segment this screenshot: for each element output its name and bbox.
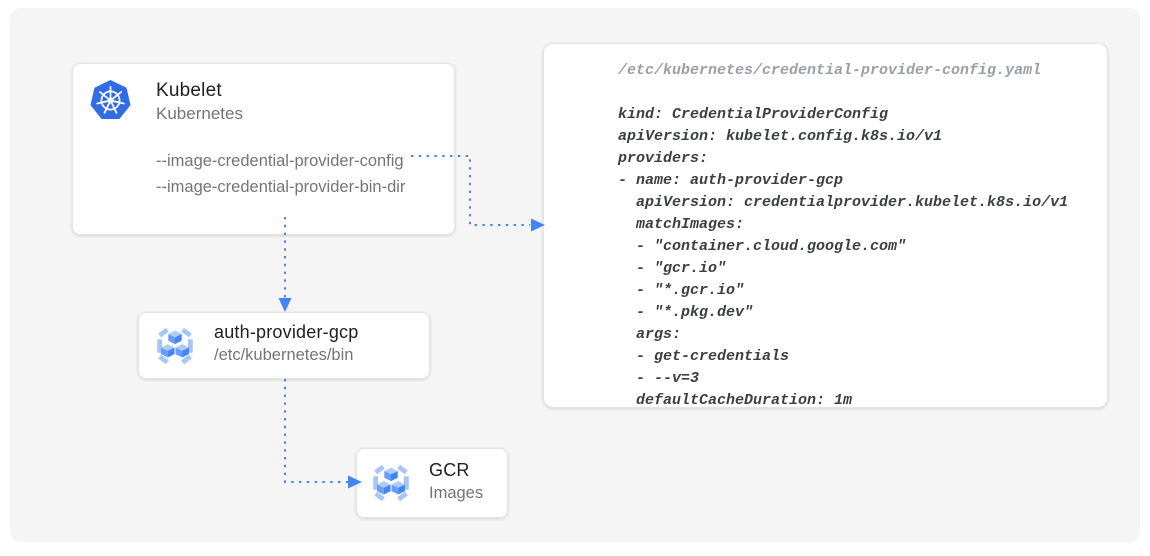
- kubelet-title: Kubelet: [156, 80, 222, 101]
- yaml-line: - "gcr.io": [618, 260, 727, 277]
- yaml-line: - "container.cloud.google.com": [618, 238, 907, 255]
- gcr-card: GCR Images: [356, 448, 508, 518]
- yaml-line: providers:: [618, 150, 709, 167]
- yaml-file-path: /etc/kubernetes/credential-provider-conf…: [618, 62, 1042, 79]
- yaml-line: - --v=3: [618, 370, 700, 387]
- kubelet-subtitle: Kubernetes: [156, 104, 243, 123]
- yaml-line: - get-credentials: [618, 348, 790, 365]
- yaml-line: matchImages:: [618, 216, 745, 233]
- auth-provider-gcp-card: auth-provider-gcp /etc/kubernetes/bin: [138, 312, 430, 379]
- yaml-line: kind: CredentialProviderConfig: [618, 106, 889, 123]
- yaml-line: - "*.pkg.dev": [618, 304, 754, 321]
- yaml-line: apiVersion: kubelet.config.k8s.io/v1: [618, 128, 943, 145]
- kubelet-flags: --image-credential-provider-config --ima…: [156, 148, 405, 200]
- auth-provider-path: /etc/kubernetes/bin: [214, 346, 354, 364]
- yaml-line: - name: auth-provider-gcp: [618, 172, 844, 189]
- credential-provider-config-panel: /etc/kubernetes/credential-provider-conf…: [543, 43, 1108, 409]
- kubernetes-helm-icon: [90, 79, 131, 119]
- auth-provider-title: auth-provider-gcp: [214, 322, 359, 342]
- flag-image-credential-provider-bin-dir: --image-credential-provider-bin-dir: [156, 178, 406, 196]
- yaml-line: - "*.gcr.io": [618, 282, 745, 299]
- flag-image-credential-provider-config: --image-credential-provider-config: [156, 152, 404, 170]
- container-registry-icon: [157, 327, 193, 365]
- yaml-line: args:: [618, 326, 682, 343]
- yaml-line: apiVersion: credentialprovider.kubelet.k…: [618, 194, 1069, 211]
- container-registry-icon: [373, 464, 409, 502]
- kubelet-card: Kubelet Kubernetes --image-credential-pr…: [72, 63, 455, 235]
- gcr-subtitle: Images: [429, 484, 484, 502]
- gcr-title: GCR: [429, 460, 470, 480]
- yaml-line: defaultCacheDuration: 1m: [618, 392, 853, 409]
